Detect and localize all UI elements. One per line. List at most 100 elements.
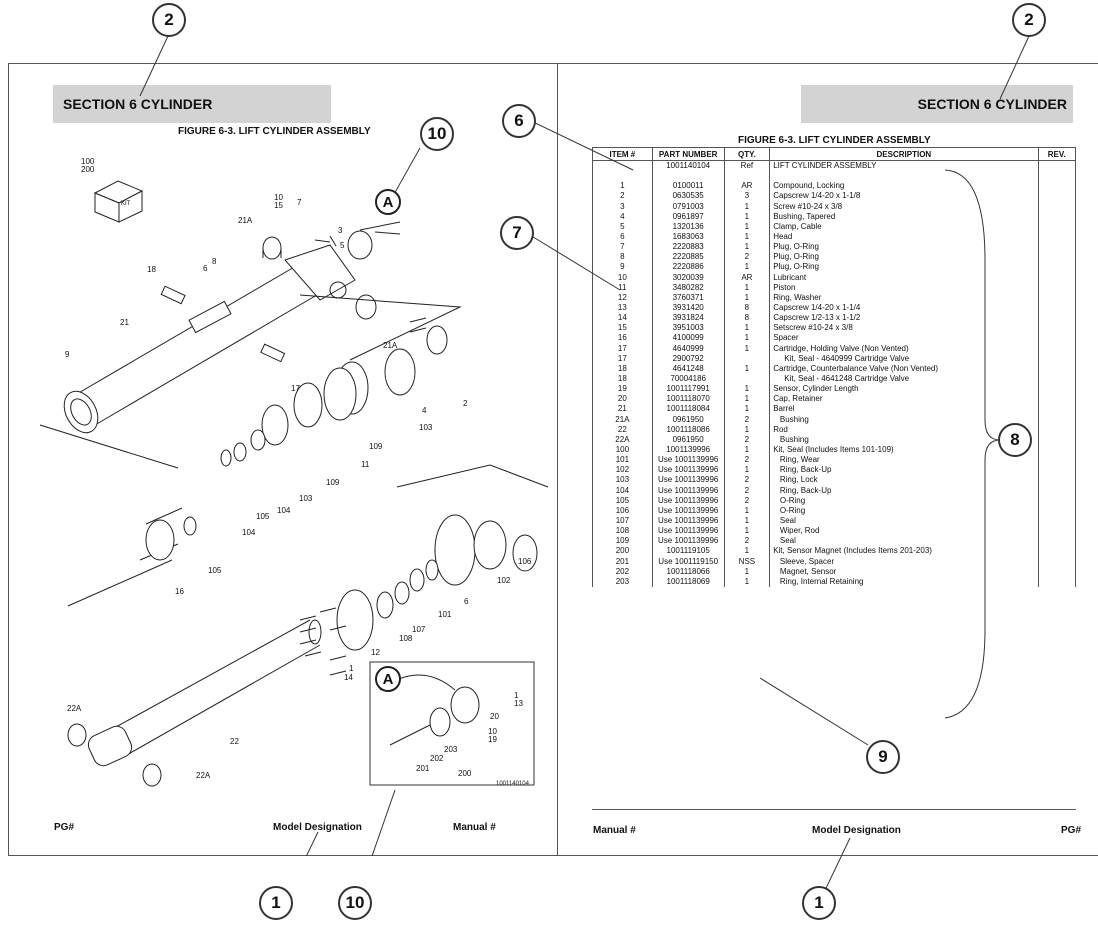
cell-qty: 1	[723, 505, 771, 516]
cell-item: 22A	[592, 434, 653, 445]
detail-label-202: 202	[430, 754, 444, 763]
cell-qty: 2	[723, 495, 771, 506]
cell-part-number: 1001118086	[651, 424, 725, 435]
detail-label-13: 13	[514, 699, 523, 708]
cell-item: 108	[592, 526, 653, 537]
cell-part-number: 3480282	[651, 282, 725, 293]
part-label-14: 14	[344, 673, 353, 682]
parts-list-table: ITEM # PART NUMBER QTY. DESCRIPTION REV.…	[592, 147, 1077, 587]
part-label-104a: 104	[277, 506, 291, 515]
cell-item	[592, 160, 653, 172]
cell-description: Cartridge, Holding Valve (Non Vented)	[769, 343, 1039, 354]
cell-rev	[1037, 515, 1077, 527]
cell-description: Barrel	[769, 404, 1039, 415]
cell-description: Sensor, Cylinder Length	[769, 384, 1039, 395]
cell-item: 103	[592, 475, 653, 486]
cell-rev	[1037, 373, 1077, 385]
left-footer-model: Model Designation	[273, 822, 362, 833]
cell-part-number: 0791003	[651, 201, 725, 212]
cell-qty	[723, 373, 771, 385]
part-label-21a-right: 21A	[383, 341, 398, 350]
cell-rev	[1037, 526, 1077, 537]
cell-part-number: 4640999	[651, 343, 725, 354]
cell-description: Kit, Seal (Includes Items 101-109)	[769, 444, 1039, 456]
cell-qty: 1	[723, 515, 771, 527]
part-label-12: 12	[371, 648, 380, 657]
cell-rev	[1037, 566, 1077, 577]
cell-qty: 1	[723, 404, 771, 415]
cell-description: Seal	[769, 536, 1039, 547]
cell-part-number: 2220885	[651, 252, 725, 263]
kit-box-icon	[93, 180, 144, 223]
cell-item: 105	[592, 495, 653, 506]
cell-description: Piston	[769, 282, 1039, 293]
cell-rev	[1037, 404, 1077, 415]
header-description: DESCRIPTION	[769, 147, 1039, 161]
cell-item: 101	[592, 455, 653, 466]
cell-part-number: 1683063	[651, 231, 725, 243]
header-item: ITEM #	[592, 147, 653, 161]
cell-qty: Ref	[723, 160, 771, 172]
detail-label-1: 1	[514, 691, 519, 700]
cell-item: 7	[592, 242, 653, 253]
cell-qty: 8	[723, 313, 771, 324]
cell-qty: 2	[723, 536, 771, 547]
cell-qty: 1	[723, 576, 771, 587]
cell-qty: 1	[723, 566, 771, 577]
cell-qty: 1	[723, 333, 771, 344]
cell-rev	[1037, 323, 1077, 334]
cell-rev	[1037, 546, 1077, 557]
cell-qty: 1	[723, 262, 771, 273]
part-label-103a: 103	[419, 423, 433, 432]
cell-part-number: 4641248	[651, 363, 725, 374]
cell-qty: 1	[723, 343, 771, 354]
callout-10-bottom: 10	[338, 886, 372, 920]
cell-part-number: Use 1001139996	[651, 536, 725, 547]
cell-item: 6	[592, 231, 653, 243]
page-divider	[557, 63, 558, 856]
cell-rev	[1037, 485, 1077, 496]
cell-description: O-Ring	[769, 495, 1039, 506]
cell-description: Seal	[769, 515, 1039, 527]
cell-qty: 1	[723, 363, 771, 374]
cell-qty: 2	[723, 455, 771, 466]
part-label-6: 6	[464, 597, 469, 606]
cell-qty: AR	[723, 272, 771, 283]
cell-part-number: Use 1001139996	[651, 465, 725, 476]
cell-description: LIFT CYLINDER ASSEMBLY	[769, 160, 1039, 172]
cell-rev	[1037, 394, 1077, 405]
cell-qty: 2	[723, 475, 771, 486]
cell-item: 200	[592, 546, 653, 557]
cell-qty: 2	[723, 414, 771, 425]
callout-7: 7	[500, 216, 534, 250]
cell-description: Ring, Back-Up	[769, 485, 1039, 496]
cell-qty: 2	[723, 485, 771, 496]
cell-description: Ring, Lock	[769, 475, 1039, 486]
callout-2-right: 2	[1012, 3, 1046, 37]
cell-part-number: 3931420	[651, 302, 725, 314]
left-footer-pg: PG#	[54, 822, 75, 833]
left-footer-manual: Manual #	[453, 822, 496, 833]
cell-description: Kit, Seal - 4641248 Cartridge Valve	[769, 373, 1039, 385]
cell-qty: 1	[723, 424, 771, 435]
cell-description: O-Ring	[769, 505, 1039, 516]
cell-part-number: Use 1001139996	[651, 475, 725, 486]
exploded-view-drawing	[39, 35, 549, 856]
cell-item: 20	[592, 394, 653, 405]
cell-rev	[1037, 191, 1077, 202]
cell-qty: NSS	[723, 556, 771, 567]
